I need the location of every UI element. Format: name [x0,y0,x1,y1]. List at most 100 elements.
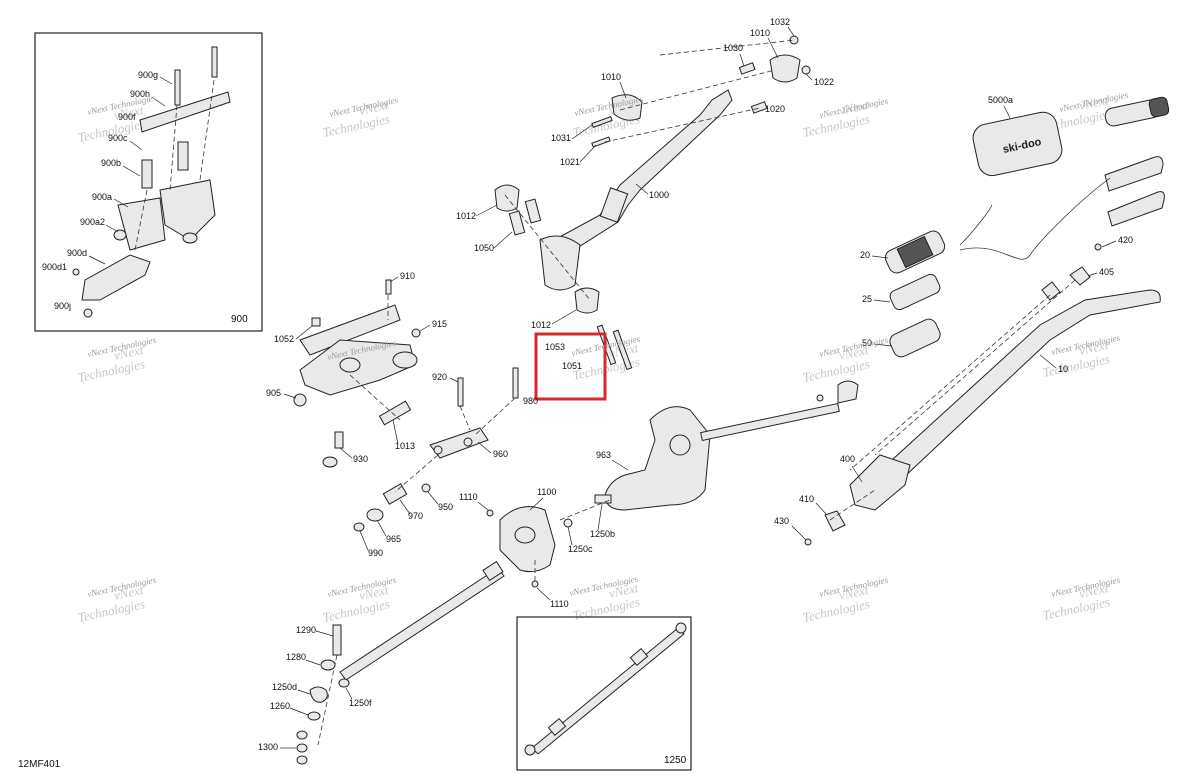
washer [296,730,308,740]
bolt-900h [174,69,181,106]
sleeve-50 [889,318,941,358]
callout-420: 420 [1118,235,1133,245]
callout-900g: 900g [138,70,158,80]
highlight-box [534,332,607,401]
pivot-900c [141,159,153,189]
clamp-1012-lower [574,287,600,314]
tie-rod-end-970 [382,483,408,505]
svg-text:vNext: vNext [608,580,640,601]
pivot-boss [392,351,418,369]
callouts-mount-bracket: 910 915 1052 905 1013 930 [266,271,447,464]
svg-text:vNext: vNext [113,342,145,363]
bushing [182,232,198,244]
nut-1022 [801,65,811,75]
nut-1032 [789,35,799,45]
bracket-405b [1041,281,1061,301]
callout-50: 50 [862,338,872,348]
nut-1250f [338,678,350,688]
inline-watermarks: vNext Technologies vNext Technologies vN… [86,90,1129,599]
assembly-1250-parts [524,622,687,756]
inset-label-900: 900 [231,314,248,325]
callout-1051: 1051 [562,361,582,371]
callout-1021: 1021 [560,157,580,167]
svg-text:vNext: vNext [358,582,390,603]
callout-405: 405 [1099,267,1114,277]
screw-1110b [531,580,539,588]
callout-960: 960 [493,449,508,459]
callout-900d: 900d [67,248,87,258]
arm-boss [669,434,691,456]
grip-end [1148,96,1170,118]
handlebar-pad-5000a [972,111,1063,177]
callout-1052: 1052 [274,334,294,344]
svg-text:vNext: vNext [113,582,145,603]
callout-990: 990 [368,548,383,558]
screw-430 [804,538,812,546]
cap [296,755,308,765]
svg-text:vNext: vNext [1078,92,1110,113]
callout-905: 905 [266,388,281,398]
handlebar-parts: ski-doo [804,96,1170,546]
bracket-405 [1069,266,1091,286]
rod-end-upper [837,380,859,404]
callouts-steering-column: 1032 1010 1030 1022 1010 1020 1031 1021 … [456,17,834,330]
callout-1110-lower: 1110 [550,599,569,609]
bolt-1290 [332,624,342,656]
watermarks: vNext Technologies vNext Technologies vN… [76,92,1111,625]
plate-upper [299,304,401,356]
callout-1012-upper: 1012 [456,211,476,221]
callouts-linkage: 920 980 960 970 950 965 990 [359,372,538,558]
bolt-1053 [612,329,633,371]
column-sleeve [599,187,629,223]
spacer-1030 [738,62,756,75]
callout-900a: 900a [92,192,112,202]
callout-430: 430 [774,516,789,526]
lower-pivot-parts [339,499,611,681]
grip-wire-b [959,204,993,246]
callout-25: 25 [862,294,872,304]
callout-900c: 900c [108,133,128,143]
inset-label-1250: 1250 [664,755,687,766]
inset-box-1250 [516,616,692,771]
svg-text:vNext: vNext [838,582,870,603]
pivot-900b [177,141,189,171]
callout-20: 20 [860,250,870,260]
inset-box-900 [34,32,263,332]
bushing [113,229,127,241]
nut-990 [353,522,365,532]
bushing-1050 [508,210,526,236]
washer-905 [293,393,307,407]
callout-965: 965 [386,534,401,544]
callout-1300: 1300 [258,742,278,752]
callout-1053: 1053 [545,342,565,352]
callout-1050: 1050 [474,243,494,253]
base-900d [81,254,151,301]
bolt-1031 [591,116,613,128]
callout-900f: 900f [118,112,136,122]
svg-text:Technologies: Technologies [801,596,871,625]
callout-1250f: 1250f [349,698,372,708]
callout-1260: 1260 [270,701,290,711]
bolt-900g [211,46,218,78]
callouts-handlebar: 5000a 20 25 50 10 420 405 400 410 430 [774,95,1133,541]
clamp-400 [849,454,911,511]
grip-20-knurl [896,235,934,269]
tie-rod [339,567,505,681]
callout-1010-lower: 1010 [601,72,621,82]
bolt-1250b [594,494,612,504]
steering-column-parts [494,35,811,371]
pivot-bearing [514,526,536,544]
steering-arm-parts [594,380,859,511]
bolt-980 [512,367,519,399]
callout-1250b: 1250b [590,529,615,539]
grip-tube-lower [1107,191,1165,227]
screw-900d1 [72,268,80,276]
callout-1250d: 1250d [272,682,297,692]
svg-text:Technologies: Technologies [321,596,391,625]
callouts-900: 900g 900h 900f 900c 900b 900a 900a2 900d… [42,70,248,325]
callout-1012-lower: 1012 [531,320,551,330]
rod-1013 [378,400,412,426]
diagram-code: 12MF401 [18,759,61,770]
callout-1031: 1031 [551,133,571,143]
